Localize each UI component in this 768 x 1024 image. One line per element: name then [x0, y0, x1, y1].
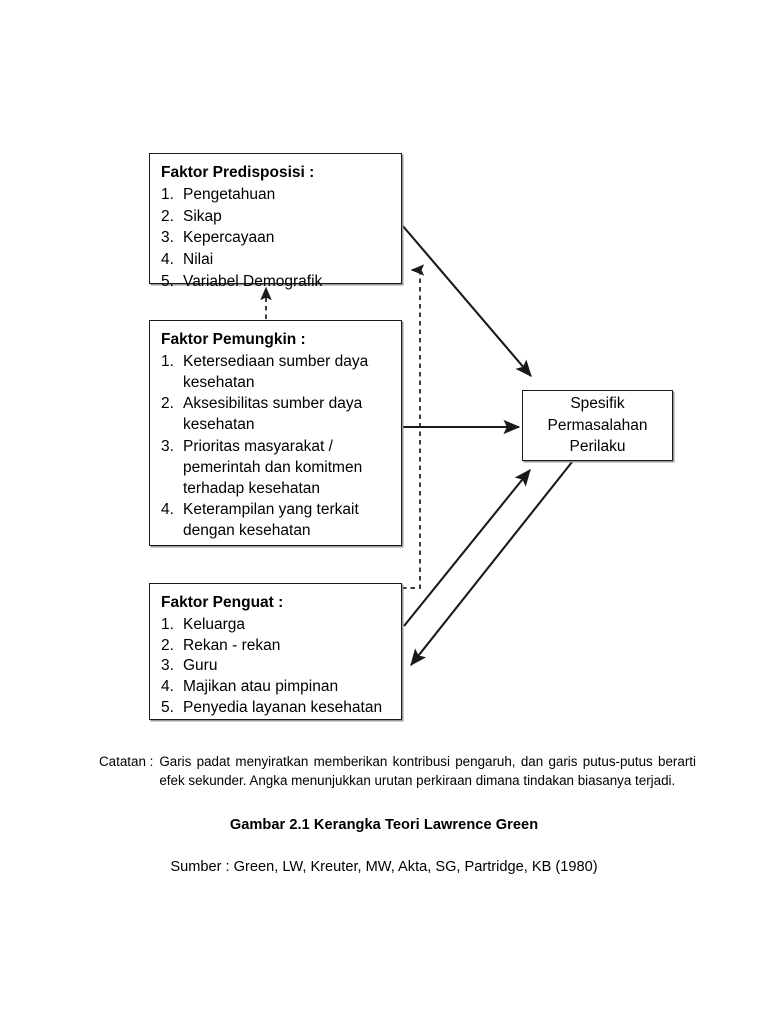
caption-area: Catatan : Garis padat menyiratkan member…: [0, 752, 768, 875]
list-item-label: Kepercayaan: [183, 229, 275, 247]
spesifik-line-1: Spesifik: [570, 395, 625, 413]
list-item: 2. Sikap: [161, 207, 391, 228]
list-item-label: Prioritas masyarakat / pemerintah dan ko…: [183, 437, 363, 497]
list-item-label: Guru: [183, 657, 218, 675]
list-item-label: Keterampilan yang terkait dengan kesehat…: [183, 501, 359, 540]
list-item: 2. Rekan - rekan: [161, 636, 391, 657]
list-item-number: 3.: [161, 657, 174, 675]
list-item: 1. Ketersediaan sumber daya kesehatan: [161, 352, 391, 394]
list-item: 3. Guru: [161, 656, 391, 677]
node-faktor-pemungkin: Faktor Pemungkin : 1. Ketersediaan sumbe…: [149, 320, 402, 546]
list-item: 4. Majikan atau pimpinan: [161, 677, 391, 698]
spesifik-line-2: Permasalahan: [547, 416, 648, 434]
list-item: 1. Keluarga: [161, 615, 391, 636]
arrow-penguat-to-spesifik: [403, 469, 531, 627]
arrow-penguat-to-predisposisi-dashed: [402, 264, 425, 589]
list-item: 4. Keterampilan yang terkait dengan kese…: [161, 500, 391, 542]
list-item-number: 4.: [161, 501, 174, 519]
list-item: 3. Kepercayaan: [161, 228, 391, 249]
node-list-predisposisi: 1. Pengetahuan 2. Sikap 3. Kepercayaan 4…: [161, 185, 391, 293]
list-item-label: Penyedia layanan kesehatan: [183, 698, 383, 716]
list-item: 3. Prioritas masyarakat / pemerintah dan…: [161, 437, 391, 499]
list-item-number: 2.: [161, 636, 174, 654]
figure-title: Gambar 2.1 Kerangka Teori Lawrence Green: [229, 816, 539, 833]
figure-source: Sumber : Green, LW, Kreuter, MW, Akta, S…: [170, 858, 598, 875]
list-item-number: 1.: [161, 185, 174, 203]
list-item: 5. Variabel Demografik: [161, 272, 391, 293]
figure-note-label: Catatan :: [99, 754, 154, 769]
list-item-label: Variabel Demografik: [183, 272, 323, 290]
list-item-number: 5.: [161, 698, 174, 716]
node-title-penguat: Faktor Penguat :: [161, 594, 284, 611]
node-title-predisposisi: Faktor Predisposisi :: [161, 164, 315, 181]
node-faktor-predisposisi: Faktor Predisposisi : 1. Pengetahuan 2. …: [149, 153, 402, 290]
list-item-label: Pengetahuan: [183, 185, 276, 203]
list-item-number: 4.: [161, 678, 174, 696]
arrow-spesifik-to-penguat: [410, 461, 573, 666]
node-title-pemungkin: Faktor Pemungkin :: [161, 331, 306, 348]
node-list-penguat: 1. Keluarga 2. Rekan - rekan 3. Guru 4. …: [161, 615, 391, 719]
list-item-number: 2.: [161, 207, 174, 225]
list-item-number: 2.: [161, 395, 174, 413]
list-item-label: Nilai: [183, 251, 214, 269]
list-item-label: Keluarga: [183, 615, 246, 633]
node-faktor-penguat: Faktor Penguat : 1. Keluarga 2. Rekan - …: [149, 583, 402, 720]
list-item: 4. Nilai: [161, 250, 391, 271]
list-item-label: Sikap: [183, 207, 222, 225]
list-item-label: Aksesibilitas sumber daya kesehatan: [183, 395, 363, 434]
list-item-number: 1.: [161, 615, 174, 633]
node-spesifik-permasalahan-perilaku: Spesifik Permasalahan Perilaku: [522, 390, 673, 461]
list-item: 5. Penyedia layanan kesehatan: [161, 698, 391, 719]
list-item: 2. Aksesibilitas sumber daya kesehatan: [161, 394, 391, 436]
list-item-number: 4.: [161, 251, 174, 269]
list-item-number: 3.: [161, 437, 174, 455]
spesifik-line-3: Perilaku: [569, 438, 626, 456]
list-item-number: 3.: [161, 229, 174, 247]
list-item-number: 5.: [161, 272, 174, 290]
node-list-pemungkin: 1. Ketersediaan sumber daya kesehatan 2.…: [161, 352, 391, 542]
list-item-label: Rekan - rekan: [183, 636, 281, 654]
list-item-label: Ketersediaan sumber daya kesehatan: [183, 352, 369, 391]
list-item-label: Majikan atau pimpinan: [183, 678, 339, 696]
arrow-predisposisi-to-spesifik: [401, 224, 532, 377]
figure-note-text: Garis padat menyiratkan memberikan kontr…: [159, 754, 696, 789]
figure-note: Catatan : Garis padat menyiratkan member…: [99, 752, 696, 791]
list-item: 1. Pengetahuan: [161, 185, 391, 206]
list-item-number: 1.: [161, 352, 174, 370]
